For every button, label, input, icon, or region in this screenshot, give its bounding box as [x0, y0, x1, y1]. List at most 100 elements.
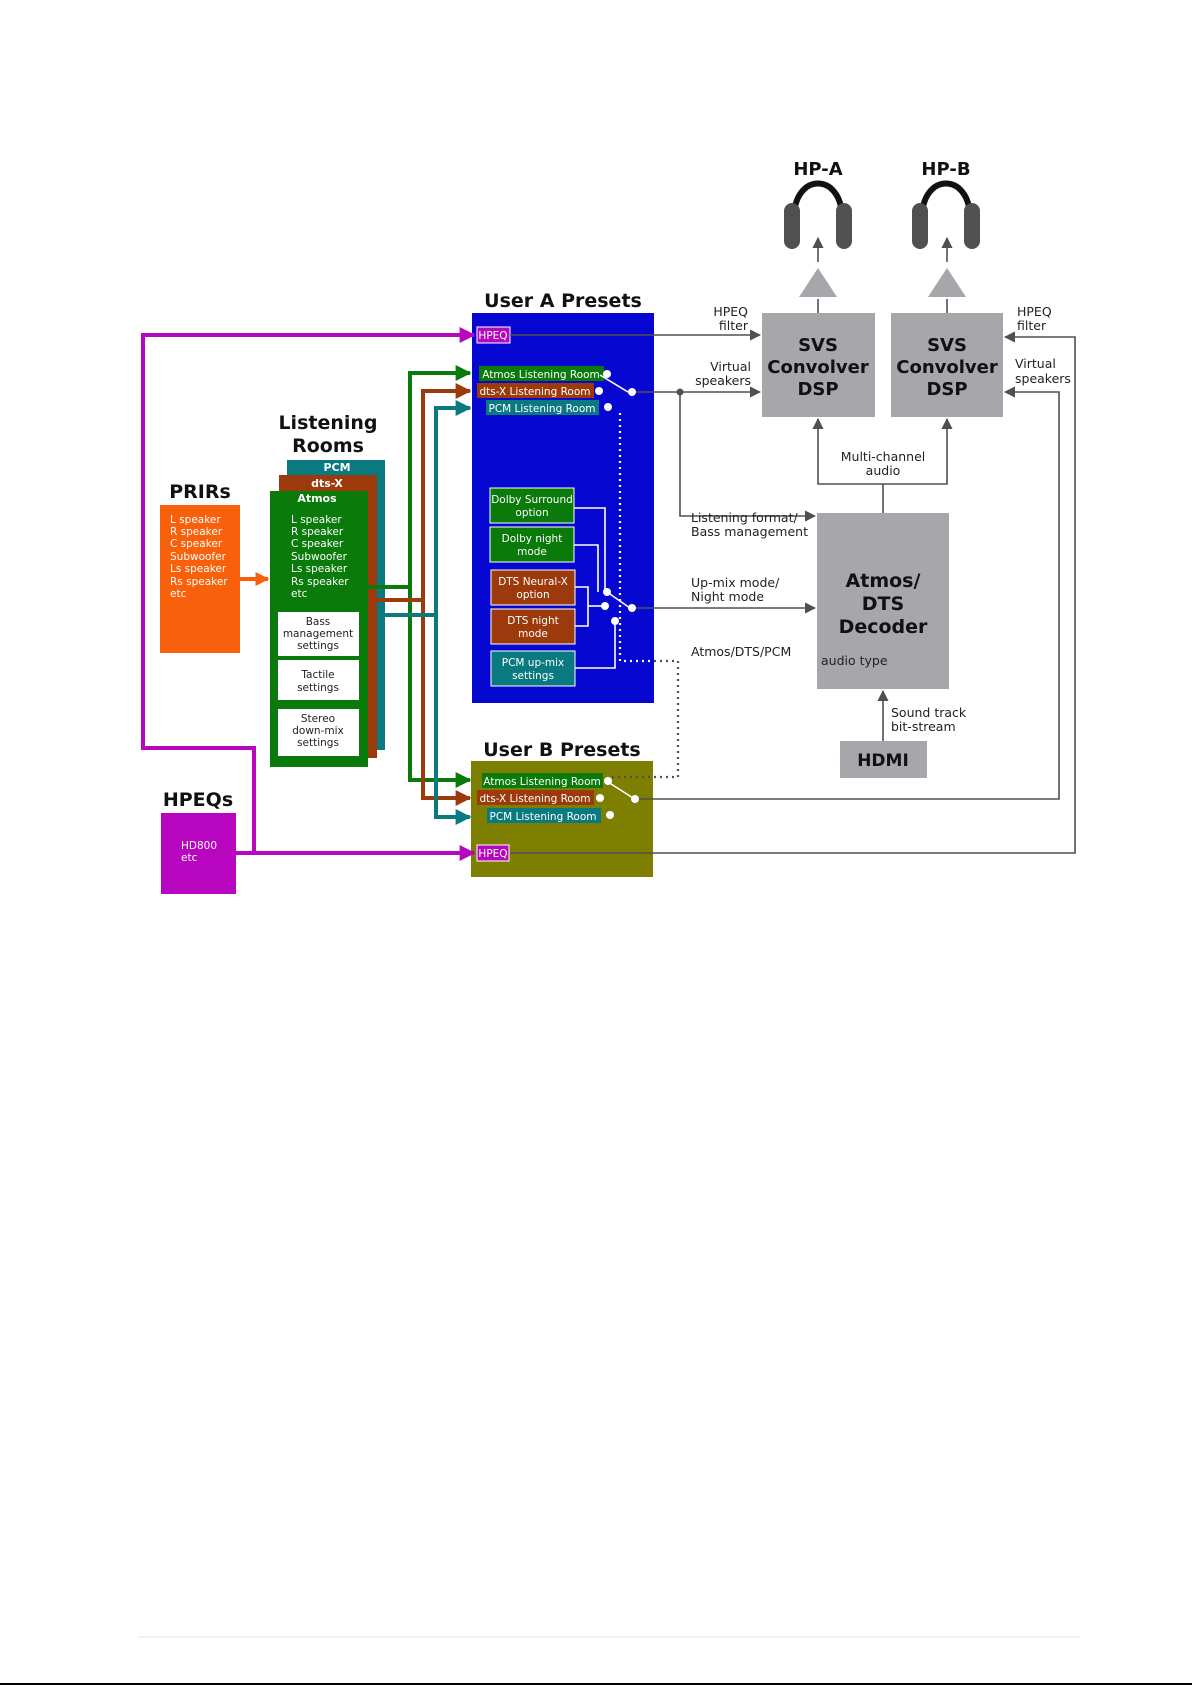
- hp-a-label: HP-A: [793, 159, 842, 180]
- prirs-item: Ls speaker: [170, 563, 227, 575]
- multichannel-label: Multi-channel: [841, 449, 926, 464]
- atmos-room-item: Subwoofer: [291, 551, 348, 563]
- dts-neural-option-text: DTS Neural-X: [498, 576, 568, 588]
- user-a-pcm-room-tag: [486, 400, 599, 415]
- amp-a-triangle: [799, 268, 837, 297]
- audio-type-dotted-line-b: [612, 659, 680, 779]
- svs-dsp-b-text: DSP: [926, 379, 967, 400]
- user-b-title: User B Presets: [483, 739, 640, 761]
- listening-rooms-title-2: Rooms: [292, 435, 364, 457]
- soundtrack-label: bit-stream: [891, 719, 956, 734]
- dts-night-mode-text: DTS night: [507, 615, 559, 627]
- atmos-room-item: Rs speaker: [291, 576, 349, 588]
- dolby-night-mode-box: [489, 526, 575, 563]
- prirs-item: R speaker: [170, 526, 223, 538]
- stereo-downmix-text: Stereo: [301, 713, 335, 725]
- dolby-surround-option-box: [489, 487, 575, 524]
- pcm-upmix-text: settings: [512, 670, 554, 682]
- hpeq-filter-b-label: HPEQ: [1017, 304, 1052, 319]
- atmos-feed-line: [368, 365, 472, 589]
- hpeqs-item: HD800: [181, 840, 217, 852]
- listening-format-label: Listening format/: [691, 510, 798, 525]
- atmos-room-item: etc: [291, 588, 308, 600]
- decoder-text: DTS: [862, 593, 904, 615]
- stereo-downmix-text: settings: [297, 737, 339, 749]
- prirs-item: L speaker: [170, 514, 221, 526]
- junction-dot: [676, 388, 684, 396]
- hp-b-label: HP-B: [921, 159, 970, 180]
- user-b-switch: [596, 777, 639, 819]
- user-a-hpeq-label: HPEQ: [478, 330, 507, 342]
- virtual-speakers-a-label: Virtual: [710, 359, 751, 374]
- svs-dsp-a-text: DSP: [797, 379, 838, 400]
- dts-neural-option-box: [490, 569, 576, 606]
- hpeq-to-user-a-line: [141, 327, 476, 853]
- atmos-room-items: L speaker R speaker C speaker Subwoofer …: [291, 514, 349, 600]
- listening-rooms-title-1: Listening: [278, 412, 377, 434]
- tactile-settings-text: Tactile: [300, 669, 334, 681]
- hpeq-filter-b-label: filter: [1017, 318, 1047, 333]
- bass-management-text: settings: [297, 640, 339, 652]
- decoder-audio-type: audio type: [821, 653, 888, 668]
- pcm-feed-b-line: [434, 615, 472, 825]
- user-a-atmos-room-tag: [479, 366, 604, 381]
- prirs-item: Rs speaker: [170, 576, 228, 588]
- audio-type-dotted-line: [618, 413, 815, 663]
- user-a-dtsx-room-label: dts-X Listening Room: [480, 386, 591, 398]
- svs-dsp-b: [891, 313, 1003, 417]
- pcm-upmix-text: PCM up-mix: [502, 657, 565, 669]
- pcm-feed-line: [385, 400, 472, 617]
- bass-management-text: management: [283, 628, 353, 640]
- multichannel-label: audio: [866, 463, 901, 478]
- user-b-hpeq-tag: [476, 844, 510, 862]
- tactile-settings-box: [278, 660, 359, 700]
- svs-dsp-a: [762, 313, 875, 417]
- decoder-text: Decoder: [839, 616, 928, 638]
- stereo-downmix-text: down-mix: [292, 725, 343, 737]
- pcm-upmix-box: [490, 650, 576, 687]
- user-b-atmos-room-label: Atmos Listening Room: [483, 776, 601, 788]
- prirs-item: etc: [170, 588, 187, 600]
- atmos-feed-b-line: [408, 587, 472, 788]
- dtsx-feed-line: [370, 383, 472, 602]
- svs-dsp-b-text: SVS: [927, 335, 967, 356]
- user-b-dtsx-room-label: dts-X Listening Room: [480, 793, 591, 805]
- prirs-item: Subwoofer: [170, 551, 227, 563]
- virtual-speakers-b-label: Virtual: [1015, 356, 1056, 371]
- atmos-room-item: L speaker: [291, 514, 342, 526]
- bass-management-box: [278, 612, 359, 656]
- prirs-item: C speaker: [170, 538, 223, 550]
- pcm-room-card-label: PCM: [323, 461, 350, 474]
- atmos-room-item: C speaker: [291, 538, 344, 550]
- dts-neural-option-text: option: [516, 589, 549, 601]
- dolby-surround-option-text: option: [515, 507, 548, 519]
- user-b-dtsx-room-tag: [477, 790, 594, 805]
- audio-format-label: Atmos/DTS/PCM: [691, 644, 791, 659]
- headphones-b-icon: [912, 180, 980, 249]
- user-a-atmos-room-label: Atmos Listening Room: [482, 369, 600, 381]
- stereo-downmix-box: [278, 709, 359, 756]
- user-a-title: User A Presets: [484, 290, 642, 312]
- dts-night-mode-text: mode: [518, 628, 548, 640]
- atmos-dts-decoder: [817, 513, 949, 689]
- hpeqs-box: [161, 813, 236, 894]
- svs-dsp-a-text: Convolver: [767, 357, 869, 378]
- dtsx-room-card-label: dts-X: [311, 477, 343, 490]
- svs-dsp-b-text: Convolver: [896, 357, 998, 378]
- bass-management-text: Bass: [306, 616, 331, 628]
- upmix-label: Night mode: [691, 589, 764, 604]
- atmos-room-item: R speaker: [291, 526, 344, 538]
- upmix-label: Up-mix mode/: [691, 575, 780, 590]
- gray-connectors: [510, 236, 1076, 854]
- hpeq-filter-a-label: HPEQ: [713, 304, 748, 319]
- prirs-box: [160, 505, 240, 653]
- user-a-pcm-room-label: PCM Listening Room: [488, 403, 595, 415]
- atmos-room-item: Ls speaker: [291, 563, 348, 575]
- dolby-night-mode-text: Dolby night: [502, 533, 563, 545]
- headphones-a-icon: [784, 180, 852, 249]
- svs-dsp-a-text: SVS: [798, 335, 838, 356]
- user-b-pcm-room-label: PCM Listening Room: [489, 811, 596, 823]
- user-b-atmos-room-tag: [482, 773, 603, 788]
- decoder-text: Atmos/: [846, 570, 921, 592]
